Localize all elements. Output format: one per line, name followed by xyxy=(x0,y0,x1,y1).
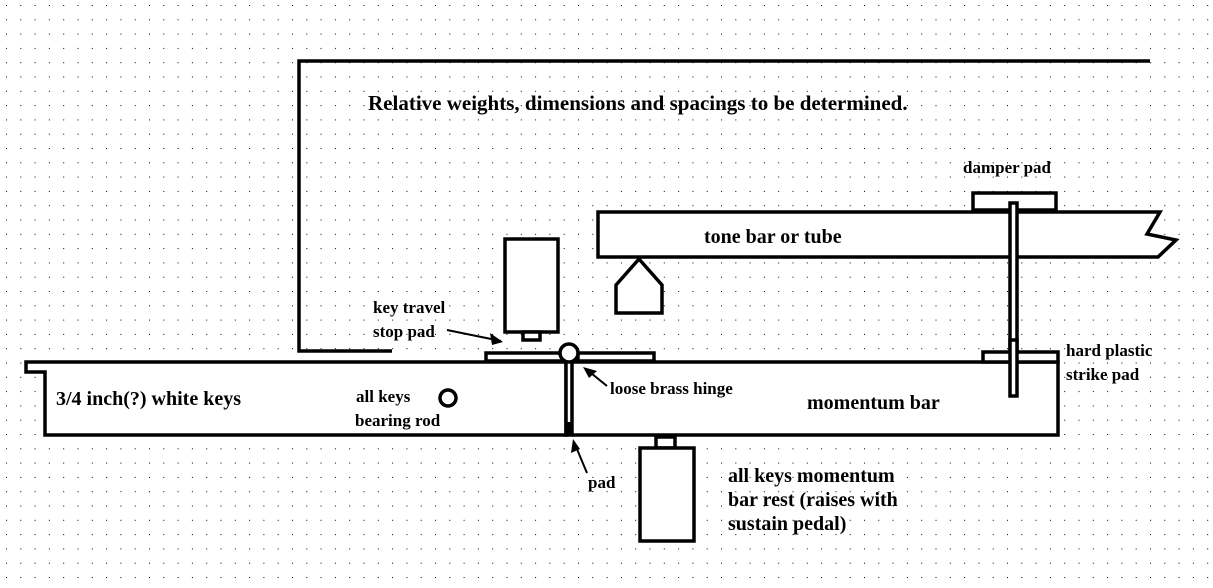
strike-pad-label-line2: strike pad xyxy=(1066,365,1140,384)
key-travel-arrow xyxy=(446,329,503,345)
key-travel-label-line2: stop pad xyxy=(373,322,435,341)
momentum-bar-label: momentum bar xyxy=(807,392,940,414)
pad-arrow xyxy=(571,439,588,474)
damper-pad-label: damper pad xyxy=(963,158,1052,177)
damper-rod-lower xyxy=(1008,338,1019,398)
momentum-rest-label-line3: sustain pedal) xyxy=(728,513,846,535)
momentum-rest-label-line1: all keys momentum xyxy=(728,465,895,487)
hinge-label: loose brass hinge xyxy=(610,379,733,398)
tone-bar xyxy=(596,210,1180,259)
key-top-pad-right xyxy=(576,351,656,363)
momentum-rest-label-line2: bar rest (raises with xyxy=(728,489,898,511)
pad-label: pad xyxy=(588,473,616,492)
key-travel-stop-block xyxy=(503,237,560,334)
strike-pad-label-line1: hard plastic xyxy=(1066,341,1153,360)
momentum-bar xyxy=(572,360,1060,437)
white-keys-label: 3/4 inch(?) white keys xyxy=(56,388,241,410)
bearing-rod xyxy=(438,388,458,408)
momentum-bar-rest xyxy=(638,446,696,543)
key-travel-stop-pad xyxy=(521,330,542,342)
enclosure-frame xyxy=(297,59,1150,353)
damper-pad-top xyxy=(1012,205,1015,210)
tone-bar-label: tone bar or tube xyxy=(704,226,842,248)
key-top-pad-left xyxy=(484,351,566,363)
title-note: Relative weights, dimensions and spacing… xyxy=(368,91,908,115)
hinge-arrow xyxy=(583,367,608,387)
bearing-rod-label-line2: bearing rod xyxy=(355,411,441,430)
brass-hinge xyxy=(558,342,580,364)
key-travel-label-line1: key travel xyxy=(373,298,446,317)
bearing-rod-label-line1: all keys xyxy=(356,387,411,406)
hinge-post-pad xyxy=(566,422,573,435)
strike-pad xyxy=(981,350,1060,364)
tone-bar-support xyxy=(614,256,664,315)
